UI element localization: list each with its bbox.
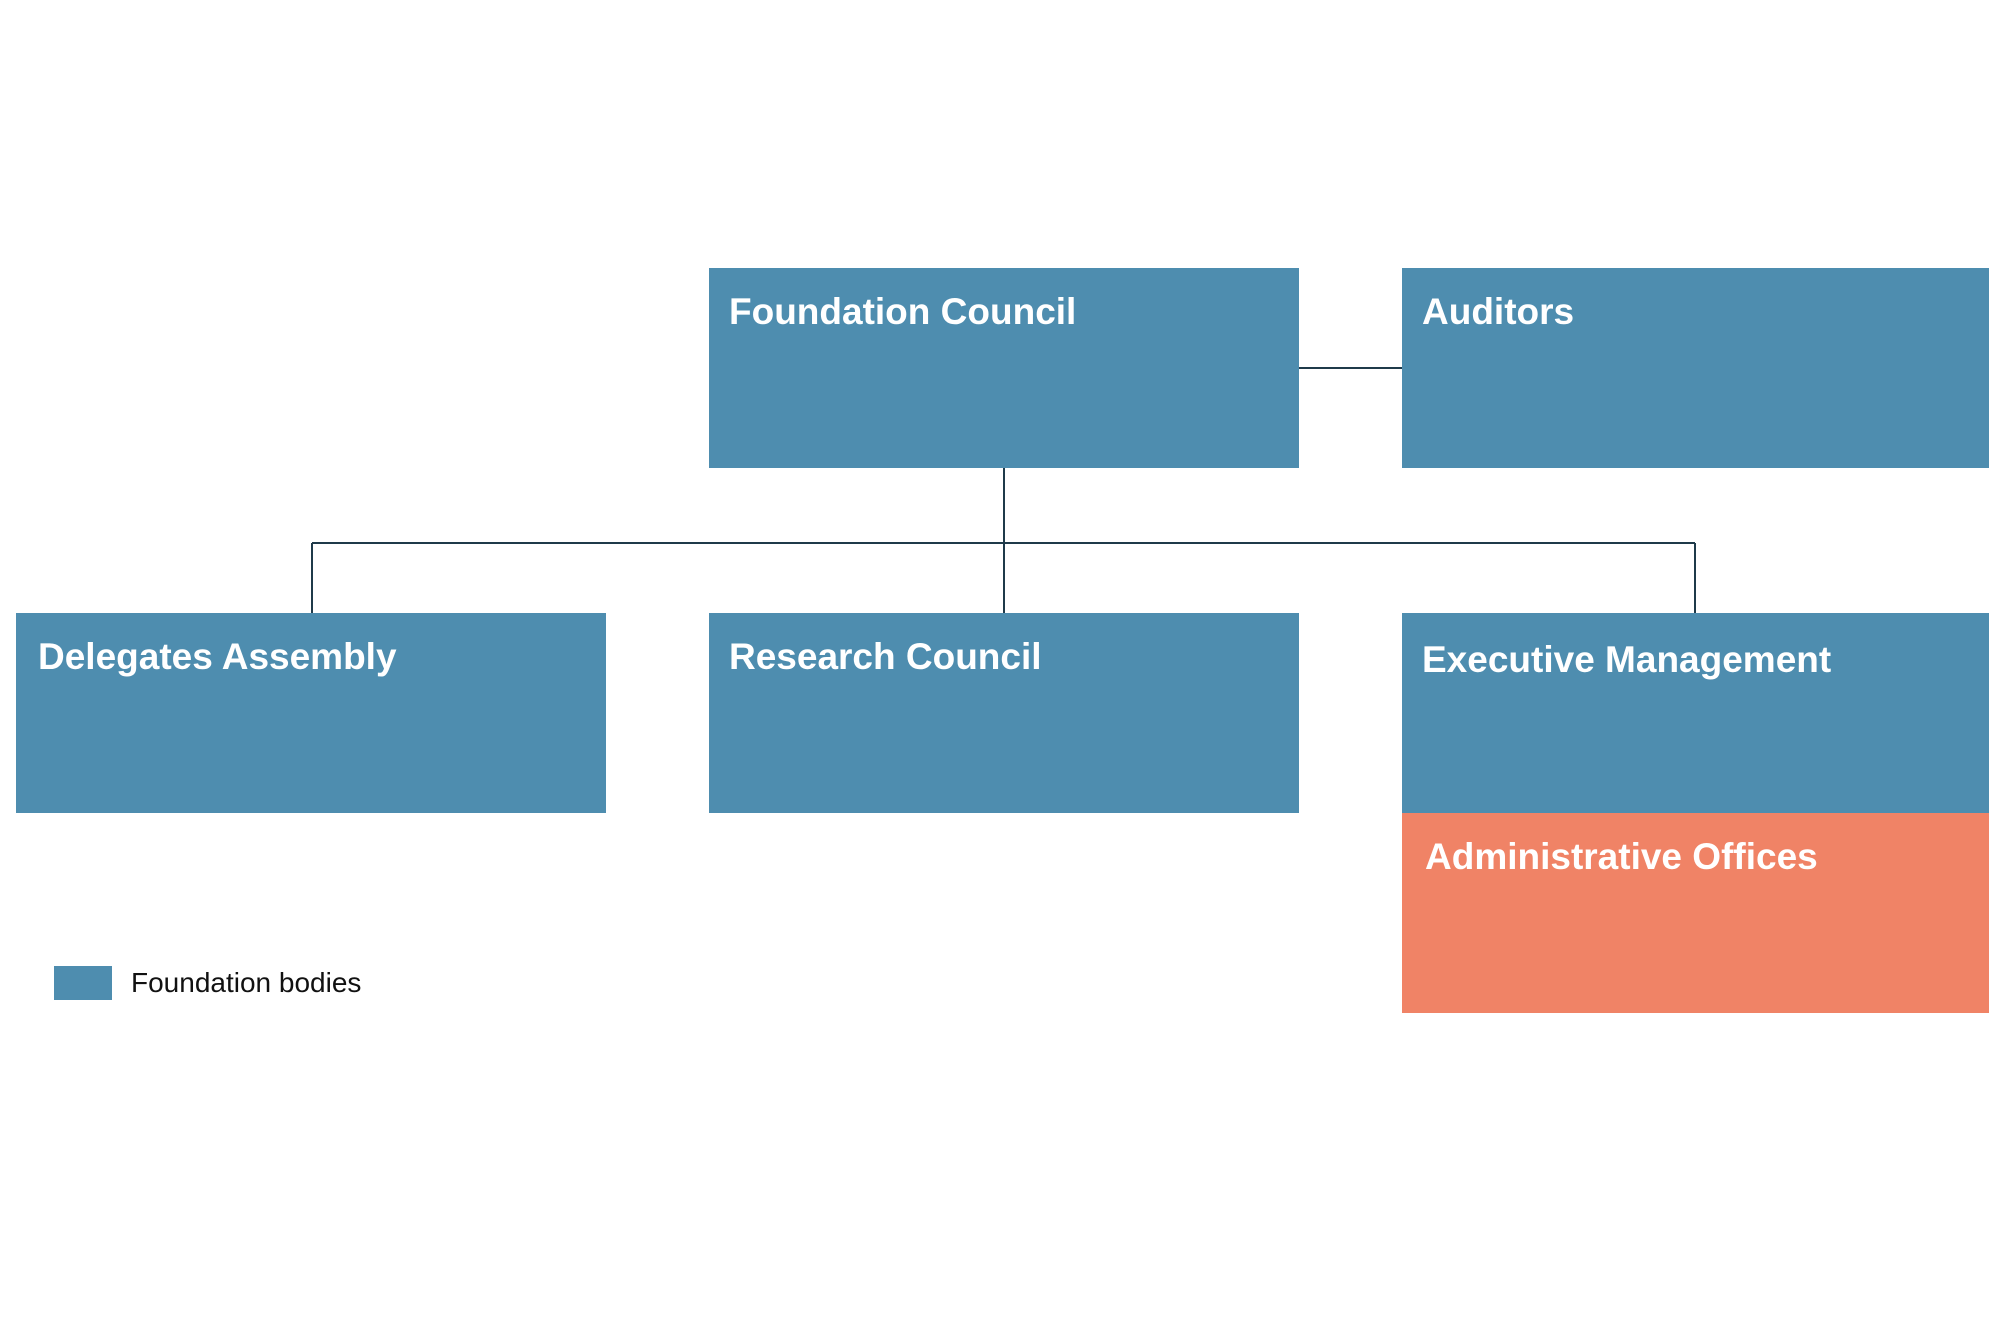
node-auditors: Auditors — [1402, 268, 1989, 468]
node-research-council: Research Council — [709, 613, 1299, 813]
node-label: Administrative Offices — [1425, 836, 1818, 877]
legend-label: Foundation bodies — [131, 967, 362, 998]
node-label: Foundation Council — [729, 291, 1077, 332]
node-label: Auditors — [1422, 291, 1575, 332]
node-label: Research Council — [729, 636, 1042, 677]
node-executive-management: Executive Management — [1402, 613, 1989, 813]
legend-swatch — [54, 966, 112, 1000]
node-label: Executive Management — [1422, 639, 1832, 680]
legend: Foundation bodies — [54, 966, 361, 1000]
node-delegates-assembly: Delegates Assembly — [16, 613, 606, 813]
node-label: Delegates Assembly — [38, 636, 397, 677]
node-foundation-council: Foundation Council — [709, 268, 1299, 468]
node-administrative-offices: Administrative Offices — [1402, 813, 1989, 1013]
